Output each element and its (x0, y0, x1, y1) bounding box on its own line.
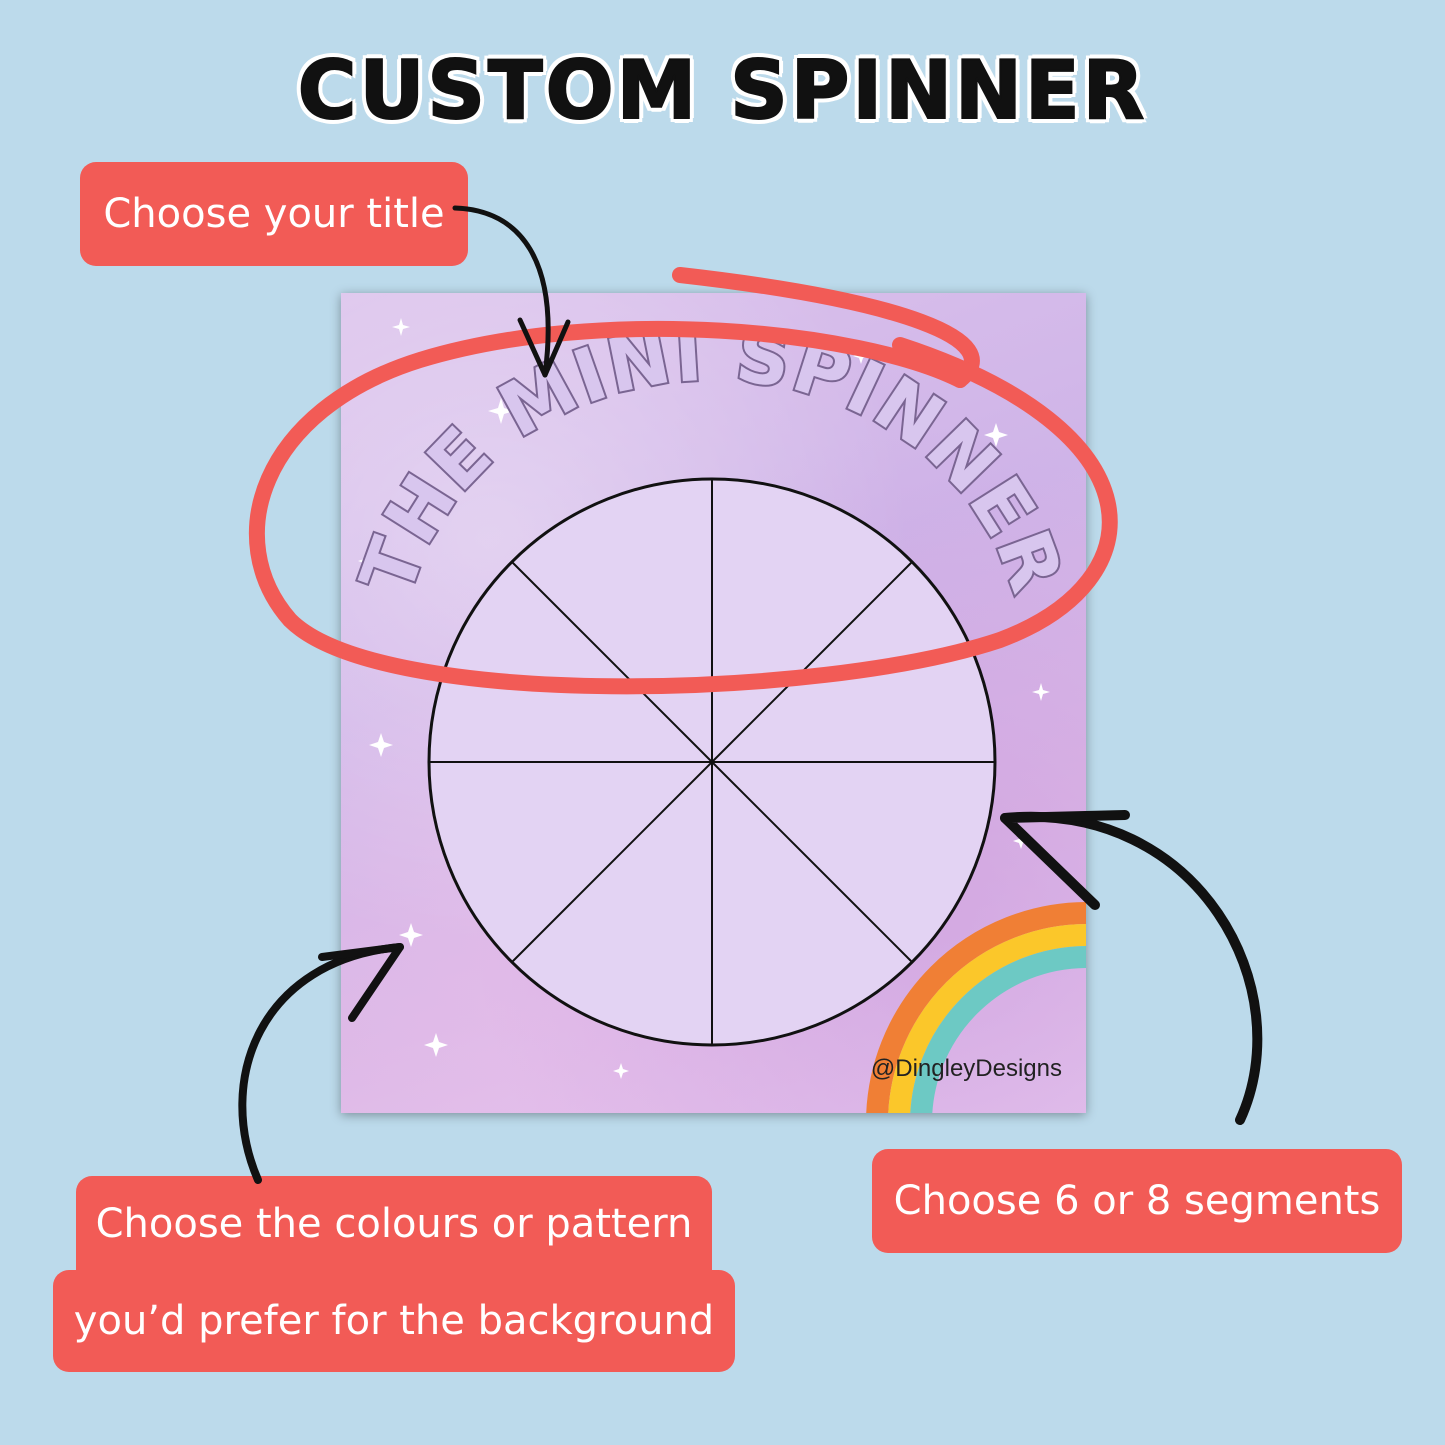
sparkle-decorations (358, 318, 1050, 1079)
sparkle-icon (369, 733, 393, 757)
callout-background-line-2: you’d prefer for the background (73, 1298, 715, 1344)
sparkle-icon (1032, 683, 1050, 701)
sparkle-icon (984, 423, 1008, 447)
arrow-to-title (452, 205, 571, 378)
creator-handle: @DingleyDesigns (870, 1055, 1062, 1082)
segment-divider (511, 761, 713, 963)
sparkle-icon (613, 1063, 629, 1079)
callout-choose-background-bottom: you’d prefer for the background (53, 1270, 735, 1372)
callout-choose-background-top: Choose the colours or pattern (76, 1176, 712, 1272)
segment-divider (711, 761, 913, 963)
sparkle-icon (1013, 833, 1029, 849)
callout-choose-segments: Choose 6 or 8 segments (872, 1149, 1402, 1253)
arrow-to-wheel (1000, 810, 1263, 1125)
wheel-segment-lines (429, 479, 995, 1045)
spinner-wheel (427, 477, 997, 1047)
sparkle-icon (488, 398, 514, 424)
callout-choose-segments-text: Choose 6 or 8 segments (893, 1178, 1381, 1224)
arrow-to-background (238, 943, 404, 1184)
segment-divider (711, 561, 913, 763)
sparkle-icon (392, 318, 410, 336)
sparkle-icon (358, 553, 374, 569)
title-highlight-ellipse (249, 267, 1118, 695)
callout-choose-title-text: Choose your title (103, 191, 445, 237)
rainbow-decoration (866, 902, 1086, 1113)
sparkle-icon (424, 1033, 448, 1057)
page-title: CUSTOM SPINNER (297, 43, 1148, 138)
sparkle-icon (399, 923, 423, 947)
callout-choose-title: Choose your title (80, 162, 468, 266)
segment-divider (511, 561, 713, 763)
callout-background-line-1: Choose the colours or pattern (95, 1201, 693, 1247)
